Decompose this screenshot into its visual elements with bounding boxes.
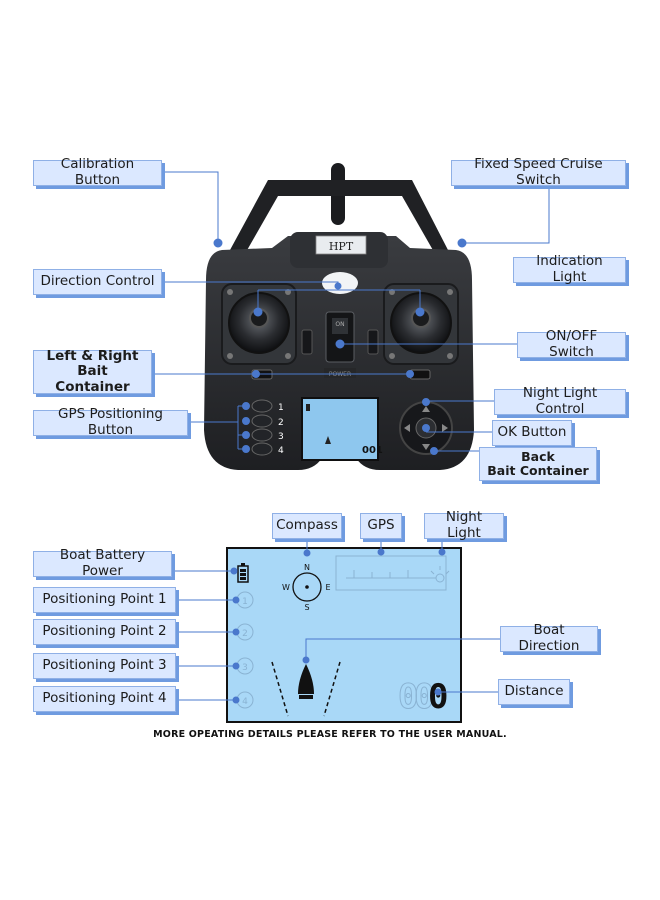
- point-2-number: 2: [242, 629, 248, 639]
- label-positioning-point-3: Positioning Point 3: [33, 653, 176, 679]
- label-back-bait-line2: Bait Container: [487, 463, 589, 478]
- gps-button-4[interactable]: [251, 442, 273, 456]
- label-distance: Distance: [498, 679, 570, 705]
- button-number-4: 4: [278, 446, 284, 456]
- svg-text:ON: ON: [335, 321, 344, 328]
- compass-w: W: [282, 583, 290, 592]
- button-number-2: 2: [278, 418, 284, 428]
- distance-digit-3: 0: [428, 677, 448, 717]
- compass-s: S: [304, 603, 309, 612]
- indicator-light: [322, 272, 358, 294]
- compass-e: E: [325, 583, 330, 592]
- gps-area: [335, 555, 447, 591]
- compass-icon: [292, 572, 322, 602]
- remote-lcd-counter: 001: [362, 445, 383, 456]
- gps-button-3[interactable]: [251, 428, 273, 442]
- label-positioning-point-2: Positioning Point 2: [33, 619, 176, 645]
- label-positioning-point-1: Positioning Point 1: [33, 587, 176, 613]
- label-left-right-bait-line1: Left & Right: [46, 347, 139, 364]
- label-ok-button: OK Button: [492, 420, 572, 446]
- point-3-number: 3: [242, 663, 248, 673]
- point-1-number: 1: [242, 597, 248, 607]
- button-number-3: 3: [278, 432, 284, 442]
- right-trim[interactable]: [367, 329, 379, 355]
- label-indication-light: Indication Light: [513, 254, 626, 285]
- label-positioning-point-4: Positioning Point 4: [33, 686, 176, 712]
- boat-icon: [298, 664, 314, 694]
- label-left-right-bait-line2: Bait Container: [55, 363, 130, 395]
- footer-note: MORE OPEATING DETAILS PLEASE REFER TO TH…: [153, 729, 507, 740]
- gps-buttons: [251, 399, 273, 456]
- left-trim[interactable]: [301, 329, 313, 355]
- compass-n: N: [304, 563, 310, 572]
- label-night-light: Night Light: [424, 510, 504, 541]
- brand-text: HPT: [329, 240, 354, 253]
- point-4-number: 4: [242, 697, 248, 707]
- brand-plate: [315, 235, 367, 255]
- lcd-frame: [226, 547, 462, 723]
- carry-handle: [230, 180, 448, 252]
- label-fixed-speed-cruise-switch: Fixed Speed Cruise Switch: [451, 157, 626, 188]
- battery-icon: [237, 563, 249, 583]
- distance-digit-2: 0: [414, 677, 434, 717]
- label-back-bait-line1: Back: [521, 448, 555, 464]
- label-boat-battery-power: Boat Battery Power: [33, 548, 172, 579]
- label-gps-positioning-button: GPS Positioning Button: [33, 407, 188, 438]
- gps-button-2[interactable]: [251, 414, 273, 428]
- night-light-icon: [430, 566, 450, 583]
- label-gps: GPS: [360, 513, 402, 539]
- distance-digit-1: 0: [398, 677, 418, 717]
- label-night-light-control: Night Light Control: [494, 386, 626, 417]
- label-boat-direction: Boat Direction: [500, 623, 598, 654]
- label-left-right-bait-container: Left & Right Bait Container: [33, 347, 152, 395]
- label-compass: Compass: [272, 513, 342, 539]
- label-on-off-switch: ON/OFF Switch: [517, 329, 626, 360]
- button-number-1: 1: [278, 403, 284, 413]
- label-direction-control: Direction Control: [33, 269, 162, 295]
- remote-lcd-screen: [301, 397, 379, 461]
- label-calibration-button: Calibration Button: [33, 157, 162, 188]
- gps-button-1[interactable]: [251, 399, 273, 413]
- label-back-bait-container: Back Bait Container: [479, 447, 597, 481]
